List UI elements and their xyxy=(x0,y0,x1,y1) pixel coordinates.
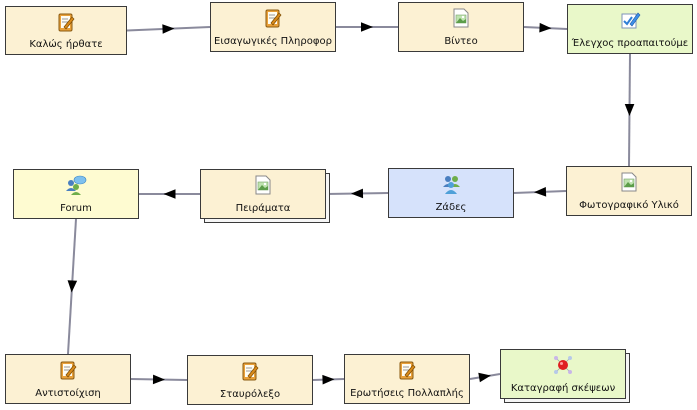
activity-node-forum[interactable]: Forum xyxy=(13,169,139,219)
activity-node-label: Ερωτήσεις Πολλαπλής xyxy=(350,388,464,399)
connector-arrowhead xyxy=(162,24,175,34)
activity-node-label: Ζάδες xyxy=(435,202,467,213)
activity-node-label: Forum xyxy=(60,203,92,214)
mindmap-nodes-icon xyxy=(552,354,574,376)
connector-arrowhead xyxy=(534,186,547,197)
image-document-icon xyxy=(252,174,274,196)
activity-node-label: Έλεγχος προαπαιτούμε xyxy=(571,38,689,49)
notebook-pencil-icon xyxy=(55,11,77,33)
connector-arrowhead xyxy=(152,374,165,385)
notebook-pencil-icon xyxy=(239,360,261,382)
activity-node-welcome[interactable]: Καλώς ήρθατε xyxy=(5,6,127,55)
activity-node-video[interactable]: Βίντεο xyxy=(398,2,524,52)
image-document-icon xyxy=(450,7,472,29)
activity-node-matching[interactable]: Αντιστοίχιση xyxy=(5,354,131,404)
activity-node-crossword[interactable]: Σταυρόλεξο xyxy=(187,355,313,405)
notebook-pencil-icon xyxy=(262,7,284,29)
notebook-pencil-icon xyxy=(396,359,418,381)
connector-arrowhead xyxy=(361,22,373,32)
connector-arrowhead xyxy=(351,188,364,199)
activity-node-label: Φωτογραφικό Υλικό xyxy=(579,200,679,211)
activity-node-photos[interactable]: Φωτογραφικό Υλικό xyxy=(566,166,692,216)
connector-arrowhead xyxy=(67,280,78,293)
connector-arrowhead xyxy=(163,189,176,199)
activity-node-experiments[interactable]: Πειράματα xyxy=(200,169,326,219)
connector-arrowhead xyxy=(539,22,552,33)
checklist-pencil-icon xyxy=(619,9,641,31)
activity-node-label: Καλώς ήρθατε xyxy=(29,39,103,50)
connector-arrowhead xyxy=(322,374,335,385)
activity-node-intro[interactable]: Εισαγωγικές Πληροφορ xyxy=(210,2,336,52)
activity-node-label: Καταγραφή σκέψεων xyxy=(510,383,616,394)
activity-node-mindmap[interactable]: Καταγραφή σκέψεων xyxy=(500,349,626,399)
group-users-icon xyxy=(440,173,462,195)
activity-node-label: Σταυρόλεξο xyxy=(219,389,281,400)
activity-node-label: Αντιστοίχιση xyxy=(35,388,101,399)
notebook-pencil-icon xyxy=(57,359,79,381)
connector-arrowhead xyxy=(624,103,635,116)
activity-node-prereq[interactable]: Έλεγχος προαπαιτούμε xyxy=(567,4,693,54)
activity-node-label: Βίντεο xyxy=(444,36,478,47)
image-document-icon xyxy=(618,171,640,193)
connector-arrowhead xyxy=(478,372,491,383)
activity-node-label: Εισαγωγικές Πληροφορ xyxy=(214,36,332,47)
activity-node-label: Πειράματα xyxy=(235,203,291,214)
activity-node-mcq[interactable]: Ερωτήσεις Πολλαπλής xyxy=(344,354,470,404)
activity-node-groups[interactable]: Ζάδες xyxy=(388,168,514,218)
forum-chat-icon xyxy=(65,174,87,196)
